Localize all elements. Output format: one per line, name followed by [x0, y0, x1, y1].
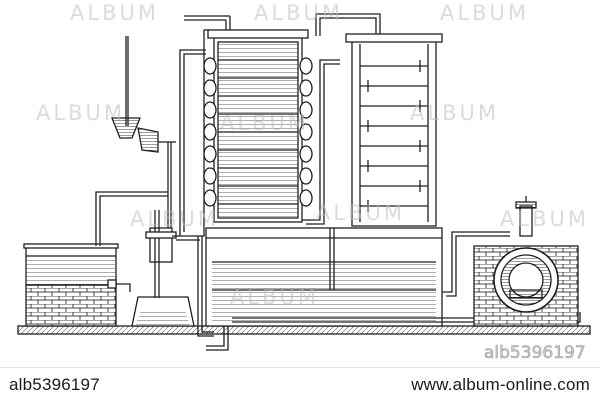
apparatus-drawing	[17, 13, 591, 351]
watermark-text: ALBUM	[254, 1, 343, 25]
watermark-text: ALBUM	[316, 201, 405, 225]
image-id-label: alb5396197	[9, 375, 100, 394]
watermark-image-id: alb5396197	[484, 343, 586, 363]
watermark-text: ALBUM	[70, 1, 159, 25]
footer-bar: alb5396197 www.album-online.com	[0, 367, 600, 400]
watermark-text: ALBUM	[440, 1, 529, 25]
left-tower-plates	[217, 41, 299, 219]
watermark-text: ALBUM	[230, 285, 319, 309]
boiler-pipe	[442, 231, 510, 293]
left-brick-base	[25, 284, 117, 327]
left-coils	[203, 57, 313, 207]
watermark-text: ALBUM	[410, 101, 499, 125]
watermark-text: ALBUM	[130, 207, 219, 231]
floor	[17, 325, 591, 335]
right-tower	[351, 39, 437, 227]
site-url-link[interactable]: www.album-online.com	[411, 375, 590, 394]
gear	[111, 117, 141, 139]
watermark-layer: ALBUM ALBUM ALBUM ALBUM ALBUM ALBUM ALBU…	[36, 1, 589, 363]
watermark-text: ALBUM	[36, 101, 125, 125]
watermark-text: ALBUM	[220, 111, 309, 135]
watermark-text: ALBUM	[500, 207, 589, 231]
right-tower-trays	[360, 60, 428, 212]
